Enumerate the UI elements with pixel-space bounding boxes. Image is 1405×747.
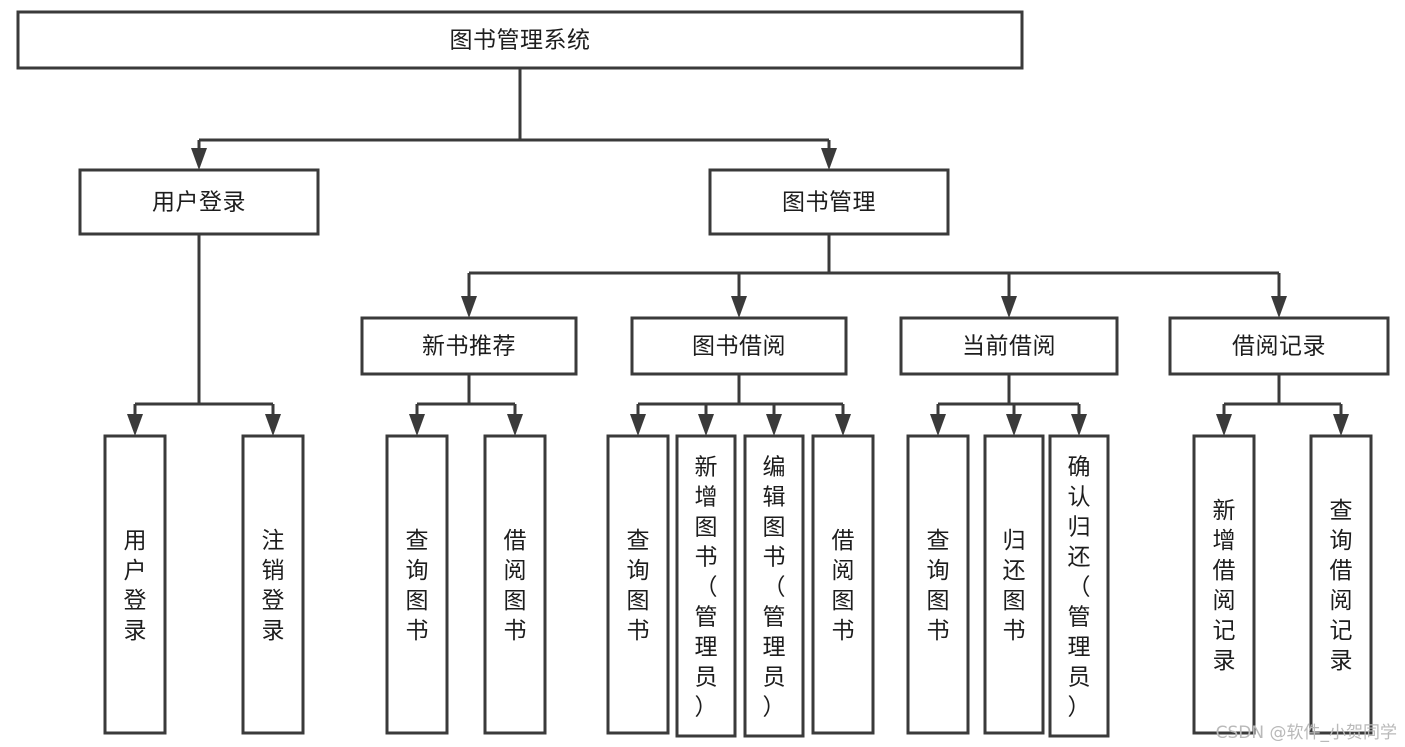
node-current-borrow[interactable]: 当前借阅 <box>899 316 1119 376</box>
node-user-login[interactable]: 用户登录 <box>78 168 320 236</box>
node-leaf-add-record[interactable]: 新增借阅记录 <box>1192 434 1256 735</box>
arrow-head-icon <box>127 414 143 436</box>
node-box-root[interactable] <box>16 10 1024 70</box>
node-box-user-login[interactable] <box>78 168 320 236</box>
node-box-book-manage[interactable] <box>708 168 950 236</box>
csdn-watermark: CSDN @软件_小贺同学 <box>1215 723 1397 743</box>
node-book-manage[interactable]: 图书管理 <box>708 168 950 236</box>
node-leaf-edit-book[interactable]: 编辑图书（管理员） <box>743 434 805 738</box>
node-box-leaf-borrow-book-2[interactable] <box>811 434 875 735</box>
node-new-book-recommend[interactable]: 新书推荐 <box>360 316 578 376</box>
node-label-leaf-query-record: 查询借阅记录 <box>1330 498 1353 674</box>
node-label-leaf-confirm-return: 确认归还（管理员） <box>1068 454 1091 720</box>
node-leaf-add-book[interactable]: 新增图书（管理员） <box>675 434 737 738</box>
node-label-leaf-add-book: 新增图书（管理员） <box>695 454 718 720</box>
arrow-head-icon <box>1071 414 1087 436</box>
arrow-head-icon <box>1216 414 1232 436</box>
node-leaf-query-record[interactable]: 查询借阅记录 <box>1309 434 1373 735</box>
arrow-head-icon <box>698 414 714 436</box>
connector-group-book-manage <box>461 234 1287 318</box>
node-box-book-borrow[interactable] <box>630 316 848 376</box>
node-box-borrow-record[interactable] <box>1168 316 1390 376</box>
node-label-current-borrow: 当前借阅 <box>962 334 1056 360</box>
node-label-root: 图书管理系统 <box>450 28 591 54</box>
node-leaf-user-logout[interactable]: 注销登录 <box>241 434 305 735</box>
node-box-leaf-edit-book[interactable] <box>743 434 805 738</box>
node-leaf-query-book-3[interactable]: 查询图书 <box>906 434 970 735</box>
node-root[interactable]: 图书管理系统 <box>16 10 1024 70</box>
node-box-leaf-borrow-book-1[interactable] <box>483 434 547 735</box>
arrow-head-icon <box>1001 296 1017 318</box>
node-label-leaf-edit-book: 编辑图书（管理员） <box>763 454 786 720</box>
connector-group-current-borrow <box>930 374 1087 436</box>
connector-group-book-borrow <box>630 374 851 436</box>
node-box-leaf-query-record[interactable] <box>1309 434 1373 735</box>
node-box-leaf-add-book[interactable] <box>675 434 737 738</box>
node-leaf-user-login[interactable]: 用户登录 <box>103 434 167 735</box>
node-box-leaf-query-book-1[interactable] <box>385 434 449 735</box>
arrow-head-icon <box>930 414 946 436</box>
arrow-head-icon <box>731 296 747 318</box>
node-box-new-book-recommend[interactable] <box>360 316 578 376</box>
node-box-leaf-return-book[interactable] <box>983 434 1045 735</box>
node-leaf-query-book-1[interactable]: 查询图书 <box>385 434 449 735</box>
node-book-borrow[interactable]: 图书借阅 <box>630 316 848 376</box>
node-label-book-borrow: 图书借阅 <box>692 334 786 360</box>
arrow-head-icon <box>461 296 477 318</box>
node-label-new-book-recommend: 新书推荐 <box>422 334 516 360</box>
node-box-leaf-user-logout[interactable] <box>241 434 305 735</box>
arrow-head-icon <box>507 414 523 436</box>
arrow-head-icon <box>191 148 207 170</box>
node-label-leaf-user-login: 用户登录 <box>124 528 147 644</box>
node-leaf-return-book[interactable]: 归还图书 <box>983 434 1045 735</box>
node-layer: 图书管理系统用户登录图书管理新书推荐图书借阅当前借阅借阅记录用户登录注销登录查询… <box>16 10 1390 738</box>
node-leaf-borrow-book-1[interactable]: 借阅图书 <box>483 434 547 735</box>
node-box-leaf-query-book-3[interactable] <box>906 434 970 735</box>
node-leaf-query-book-2[interactable]: 查询图书 <box>606 434 670 735</box>
node-label-leaf-return-book: 归还图书 <box>1003 528 1026 644</box>
node-box-leaf-query-book-2[interactable] <box>606 434 670 735</box>
node-box-leaf-add-record[interactable] <box>1192 434 1256 735</box>
node-leaf-confirm-return[interactable]: 确认归还（管理员） <box>1048 434 1110 738</box>
arrow-head-icon <box>630 414 646 436</box>
node-box-leaf-confirm-return[interactable] <box>1048 434 1110 738</box>
node-label-leaf-query-book-1: 查询图书 <box>406 528 429 644</box>
node-borrow-record[interactable]: 借阅记录 <box>1168 316 1390 376</box>
node-label-leaf-borrow-book-1: 借阅图书 <box>504 528 527 644</box>
node-label-borrow-record: 借阅记录 <box>1232 334 1326 360</box>
arrow-head-icon <box>766 414 782 436</box>
node-label-book-manage: 图书管理 <box>782 190 876 216</box>
node-label-leaf-query-book-2: 查询图书 <box>627 528 650 644</box>
connector-group-new-book-recommend <box>409 374 523 436</box>
arrow-head-icon <box>1271 296 1287 318</box>
connector-group-root <box>191 68 837 170</box>
node-box-leaf-user-login[interactable] <box>103 434 167 735</box>
connector-group-user-login <box>127 234 281 436</box>
arrow-head-icon <box>1333 414 1349 436</box>
node-leaf-borrow-book-2[interactable]: 借阅图书 <box>811 434 875 735</box>
node-label-leaf-add-record: 新增借阅记录 <box>1213 498 1236 674</box>
arrow-head-icon <box>265 414 281 436</box>
arrow-head-icon <box>1006 414 1022 436</box>
arrow-head-icon <box>835 414 851 436</box>
node-label-user-login: 用户登录 <box>152 190 246 216</box>
arrow-head-icon <box>409 414 425 436</box>
connector-group-borrow-record <box>1216 374 1349 436</box>
connector-layer <box>127 68 1349 436</box>
node-label-leaf-query-book-3: 查询图书 <box>927 528 950 644</box>
node-label-leaf-borrow-book-2: 借阅图书 <box>832 528 855 644</box>
node-box-current-borrow[interactable] <box>899 316 1119 376</box>
arrow-head-icon <box>821 148 837 170</box>
node-label-leaf-user-logout: 注销登录 <box>262 528 285 644</box>
